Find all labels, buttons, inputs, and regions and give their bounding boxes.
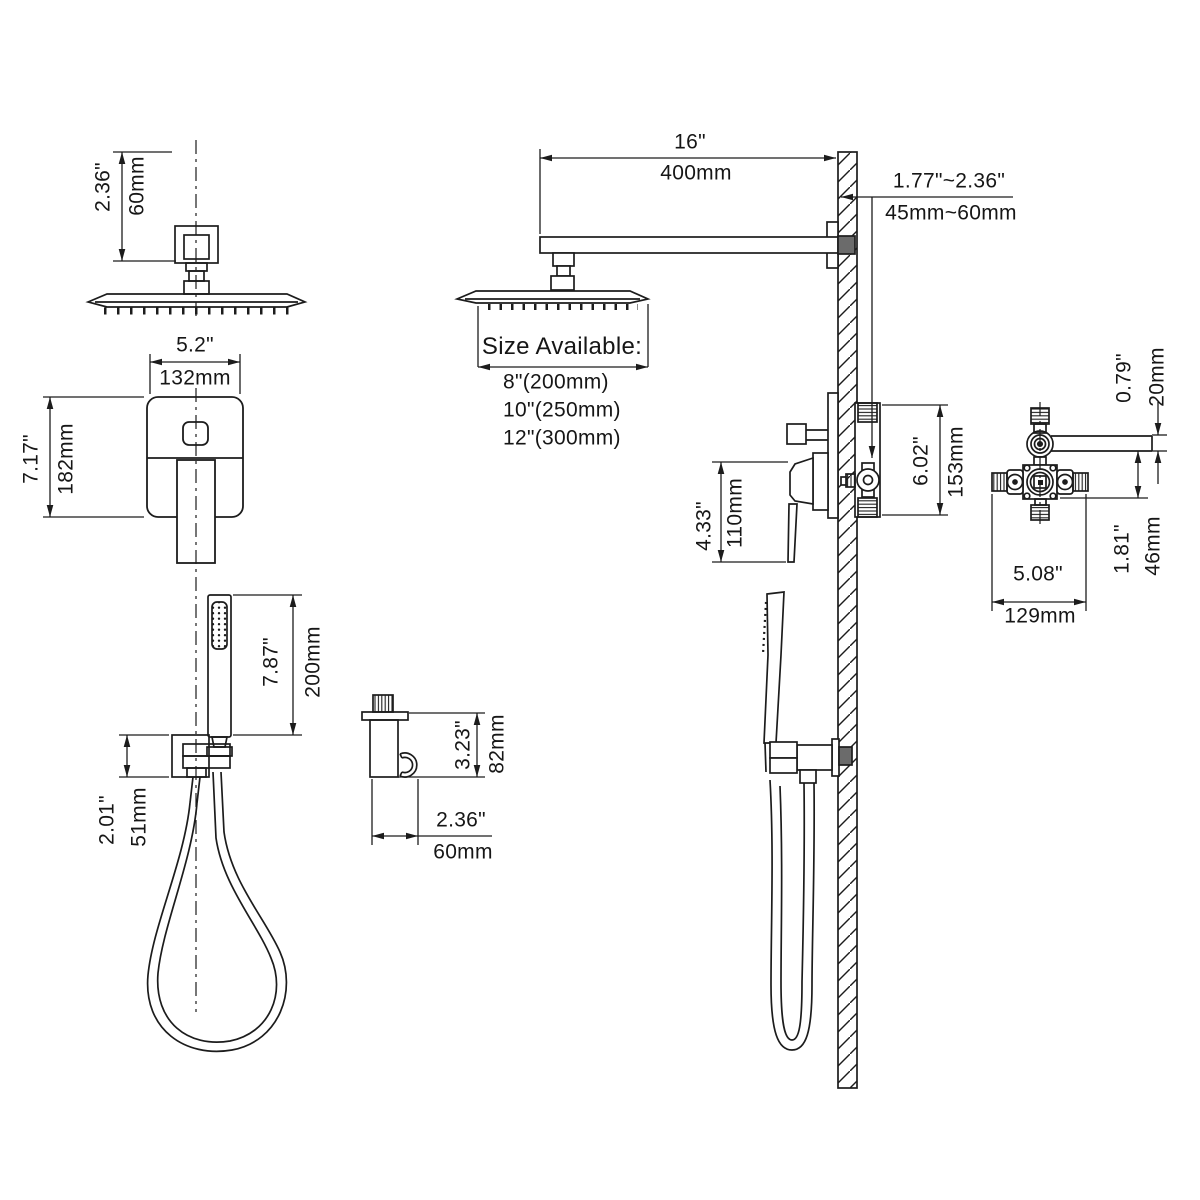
dim-valve-body-height-inch: 6.02" — [909, 436, 933, 486]
dim-wall-thickness-mm: 45mm~60mm — [885, 201, 1017, 225]
hose-right-inner — [779, 782, 806, 1041]
size-option-10: 10"(250mm) — [503, 398, 621, 422]
dim-ceiling-offset-inch: 2.36" — [91, 162, 115, 212]
dim-arm-length-mm: 400mm — [660, 161, 732, 185]
dim-trim-width-mm: 132mm — [159, 366, 231, 390]
dim-holder-side-depth-mm: 60mm — [433, 840, 493, 864]
hose-outer — [146, 771, 288, 1053]
dim-ceiling-offset-mm: 60mm — [125, 156, 149, 216]
dim-valve-width-mm: 129mm — [1004, 604, 1076, 628]
dim-outlet-offset-mm: 20mm — [1145, 347, 1169, 407]
dim-valve-body-height-mm: 153mm — [944, 426, 968, 498]
dim-handle-height-mm: 110mm — [723, 478, 747, 548]
spray-face — [211, 601, 228, 650]
dimension-lines — [43, 149, 1167, 845]
trim-plate-side — [827, 392, 839, 519]
holder-side-view — [361, 694, 418, 778]
dim-port-offset-mm: 46mm — [1141, 516, 1165, 576]
dim-holder-height-inch: 2.01" — [95, 795, 119, 845]
dim-trim-width-inch: 5.2" — [176, 333, 214, 357]
handshower-front-view — [146, 594, 288, 1053]
dim-wand-length-mm: 200mm — [301, 626, 325, 698]
dim-valve-width-inch: 5.08" — [1013, 562, 1063, 586]
valve-handle-lever — [787, 503, 798, 563]
dim-holder-side-height-mm: 82mm — [485, 714, 509, 774]
trim-front-view — [146, 396, 244, 564]
dim-arm-length-inch: 16" — [674, 130, 706, 154]
roughin-valve-top-view — [991, 407, 1153, 521]
hose-right-outer — [769, 779, 816, 1051]
size-available-title: Size Available: — [481, 333, 643, 360]
hose-inner — [156, 771, 278, 1043]
wall-section — [837, 151, 858, 1089]
size-option-12: 12"(300mm) — [503, 426, 621, 450]
dim-handle-height-inch: 4.33" — [692, 501, 716, 551]
handshower-side — [763, 591, 785, 744]
centerlines — [195, 140, 1041, 1012]
dim-wand-length-inch: 7.87" — [259, 637, 283, 687]
dim-outlet-offset-inch: 0.79" — [1112, 353, 1136, 403]
main-side-view — [454, 151, 881, 1089]
arm-wall-thread — [837, 235, 856, 255]
dim-trim-height-mm: 182mm — [54, 423, 78, 495]
valve-handle-base — [789, 456, 814, 506]
shower-arm — [539, 236, 839, 254]
dim-trim-height-inch: 7.17" — [19, 434, 43, 484]
dim-port-offset-inch: 1.81" — [1110, 524, 1134, 574]
dim-holder-side-height-inch: 3.23" — [451, 720, 475, 770]
dim-wall-thickness-inch: 1.77"~2.36" — [892, 169, 1006, 193]
dim-holder-height-mm: 51mm — [127, 787, 151, 847]
diverter-knob — [786, 423, 807, 445]
wall-holder — [796, 744, 833, 771]
dim-holder-side-depth-inch: 2.36" — [436, 808, 486, 832]
size-option-8: 8"(200mm) — [503, 370, 609, 394]
rain-shower-head — [454, 290, 651, 304]
